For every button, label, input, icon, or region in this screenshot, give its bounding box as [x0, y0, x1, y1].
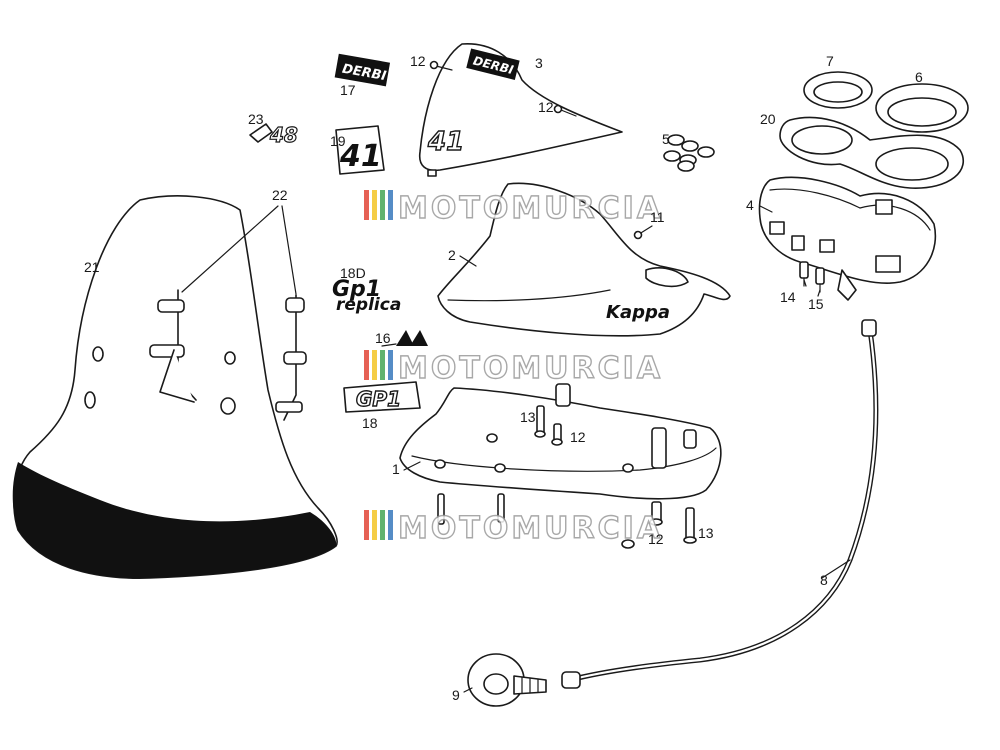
ring-6 — [875, 83, 969, 133]
callout-19: 19 — [330, 133, 346, 149]
watermark-stripe — [388, 350, 393, 380]
bracket-22-right — [275, 294, 307, 421]
callout-12-top: 12 — [410, 53, 426, 69]
callout-13-bottom: 13 — [698, 525, 714, 541]
watermark-text: MOTOMURCIA — [398, 191, 663, 226]
decal-18d-line1: Gp1 — [332, 277, 381, 302]
callout-7: 7 — [826, 53, 834, 69]
decal-18d: Gp1 replica — [332, 277, 401, 315]
watermark-stripe — [372, 510, 377, 540]
callout-13-upper: 13 — [520, 409, 536, 425]
decal-16 — [396, 330, 428, 346]
watermark-stripe — [372, 350, 377, 380]
screw-bottom-13 — [683, 507, 697, 544]
screw-12-fairing — [553, 104, 577, 117]
watermark-stripe — [372, 190, 377, 220]
callout-14: 14 — [780, 289, 796, 305]
watermark-stripe — [364, 510, 369, 540]
screw-bottom-left — [437, 493, 445, 525]
washer-bottom — [621, 539, 635, 549]
callout-8: 8 — [820, 572, 828, 588]
callout-23: 23 — [248, 111, 264, 127]
screw-bottom-mid — [497, 493, 505, 523]
kappa-logo: Kappa — [606, 302, 670, 323]
callout-12-fairing: 12 — [538, 99, 554, 115]
watermark-bottom: MOTOMURCIA — [364, 510, 663, 547]
instrument-cluster-4 — [758, 176, 937, 301]
callout-15: 15 — [808, 296, 824, 312]
windscreen-hole — [92, 346, 104, 362]
derbi-sticker-17: DERBI — [334, 53, 391, 87]
number-decal-19: 41 — [335, 125, 385, 175]
callout-12-upper: 12 — [570, 429, 586, 445]
fairing-number: 41 — [427, 127, 464, 157]
bulb-15 — [815, 267, 825, 293]
watermark-stripe — [380, 190, 385, 220]
decal-23: 48 — [249, 122, 299, 148]
callout-12-bottom: 12 — [648, 531, 664, 547]
watermark-stripe — [380, 510, 385, 540]
callout-6: 6 — [915, 69, 923, 85]
callout-2: 2 — [448, 247, 456, 263]
leader-22-left — [181, 205, 279, 293]
ring-7 — [803, 71, 873, 109]
fairing-2: Kappa — [437, 182, 731, 337]
callout-20: 20 — [760, 111, 776, 127]
windscreen-dark-edge — [12, 462, 337, 579]
bulb-14 — [799, 261, 809, 287]
decal-18: GP1 — [343, 381, 421, 413]
bracket-22-left — [149, 289, 197, 403]
grommets-5 — [663, 134, 715, 172]
seal-20 — [779, 116, 965, 189]
callout-4: 4 — [746, 197, 754, 213]
decal-18d-line2: replica — [336, 295, 401, 315]
windscreen-hole — [224, 351, 236, 365]
watermark-stripe — [364, 190, 369, 220]
callout-3: 3 — [535, 55, 543, 71]
number-decal-19-text: 41 — [339, 139, 382, 174]
leader-22-right — [281, 205, 297, 295]
decal-23-text: 48 — [269, 123, 298, 147]
upper-fairing-3: DERBI 41 — [418, 43, 623, 177]
watermark-top: MOTOMURCIA — [364, 190, 663, 227]
callout-22: 22 — [272, 187, 288, 203]
windscreen-hole — [84, 391, 96, 409]
callout-9: 9 — [452, 687, 460, 703]
screw-12-top — [429, 60, 453, 71]
callout-18d: 18D — [340, 265, 366, 281]
callout-18: 18 — [362, 415, 378, 431]
speedometer-cable-8 — [561, 319, 879, 689]
windscreen-hole — [220, 397, 236, 415]
watermark-stripe — [388, 510, 393, 540]
watermark-stripe — [388, 190, 393, 220]
screw-bottom-12 — [649, 501, 663, 526]
callout-16: 16 — [375, 330, 391, 346]
watermark-middle: MOTOMURCIA — [364, 350, 663, 387]
watermark-stripe — [364, 350, 369, 380]
drive-9 — [467, 653, 547, 707]
watermark-text: MOTOMURCIA — [398, 511, 663, 546]
decal-18-text: GP1 — [356, 387, 401, 411]
callout-11: 11 — [650, 209, 665, 225]
screw-12-upper — [551, 423, 563, 446]
callout-17: 17 — [340, 82, 356, 98]
watermark-stripe — [380, 350, 385, 380]
callout-5: 5 — [662, 131, 670, 147]
callout-1: 1 — [392, 461, 400, 477]
leader-lines — [381, 205, 851, 693]
screw-11 — [633, 225, 653, 240]
screw-13-upper — [534, 405, 546, 438]
callout-labels: 1 2 3 4 5 6 7 8 9 11 12 12 12 12 13 13 1… — [84, 53, 923, 703]
callout-21: 21 — [84, 259, 100, 275]
watermark: MOTOMURCIA MOTOMURCIA MOTOMURCIA — [364, 190, 663, 547]
watermark-text: MOTOMURCIA — [398, 351, 663, 386]
